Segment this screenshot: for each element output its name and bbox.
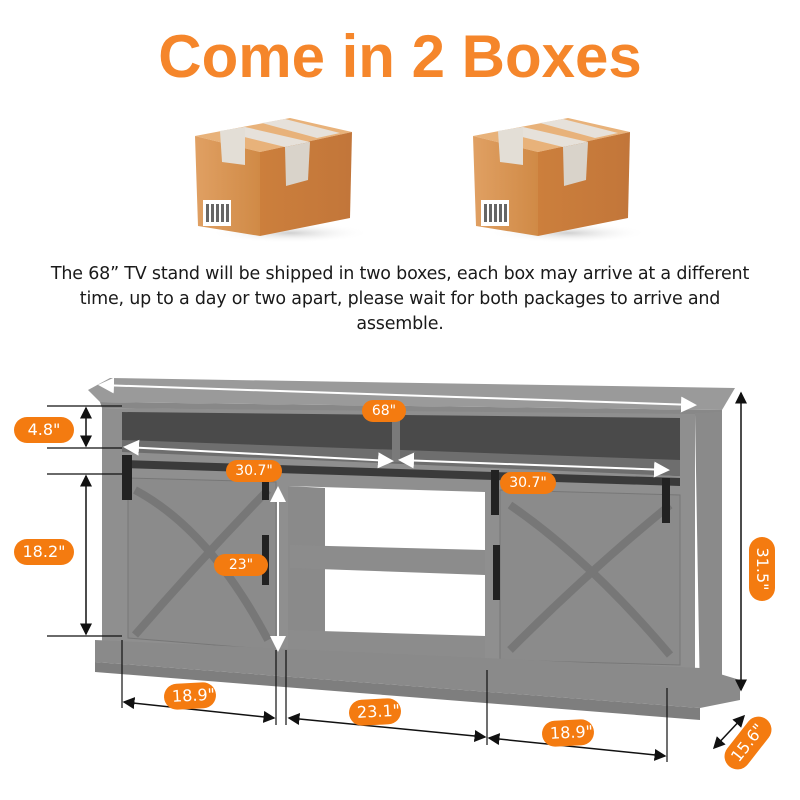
headline: Come in 2 Boxes — [158, 23, 642, 90]
dimension-total-height: 31.5" — [749, 537, 775, 601]
shipping-box-icon — [473, 118, 643, 243]
dimension-top-shelf-right: 30.7" — [500, 472, 556, 494]
dimension-left-cabinet-width: 18.9" — [163, 681, 217, 711]
dimension-center-opening-height: 23" — [214, 554, 268, 576]
dimension-top-opening-height: 4.8" — [14, 417, 74, 443]
dimension-right-cabinet-width: 18.9" — [541, 718, 595, 748]
dimension-door-height: 18.2" — [14, 539, 74, 565]
shipping-box-icon — [195, 118, 365, 243]
dimension-top-shelf-left: 30.7" — [226, 460, 282, 482]
dimension-width-total: 68" — [362, 400, 406, 422]
dimension-center-width: 23.1" — [348, 697, 402, 727]
shipping-description: The 68” TV stand will be shipped in two … — [50, 264, 750, 334]
